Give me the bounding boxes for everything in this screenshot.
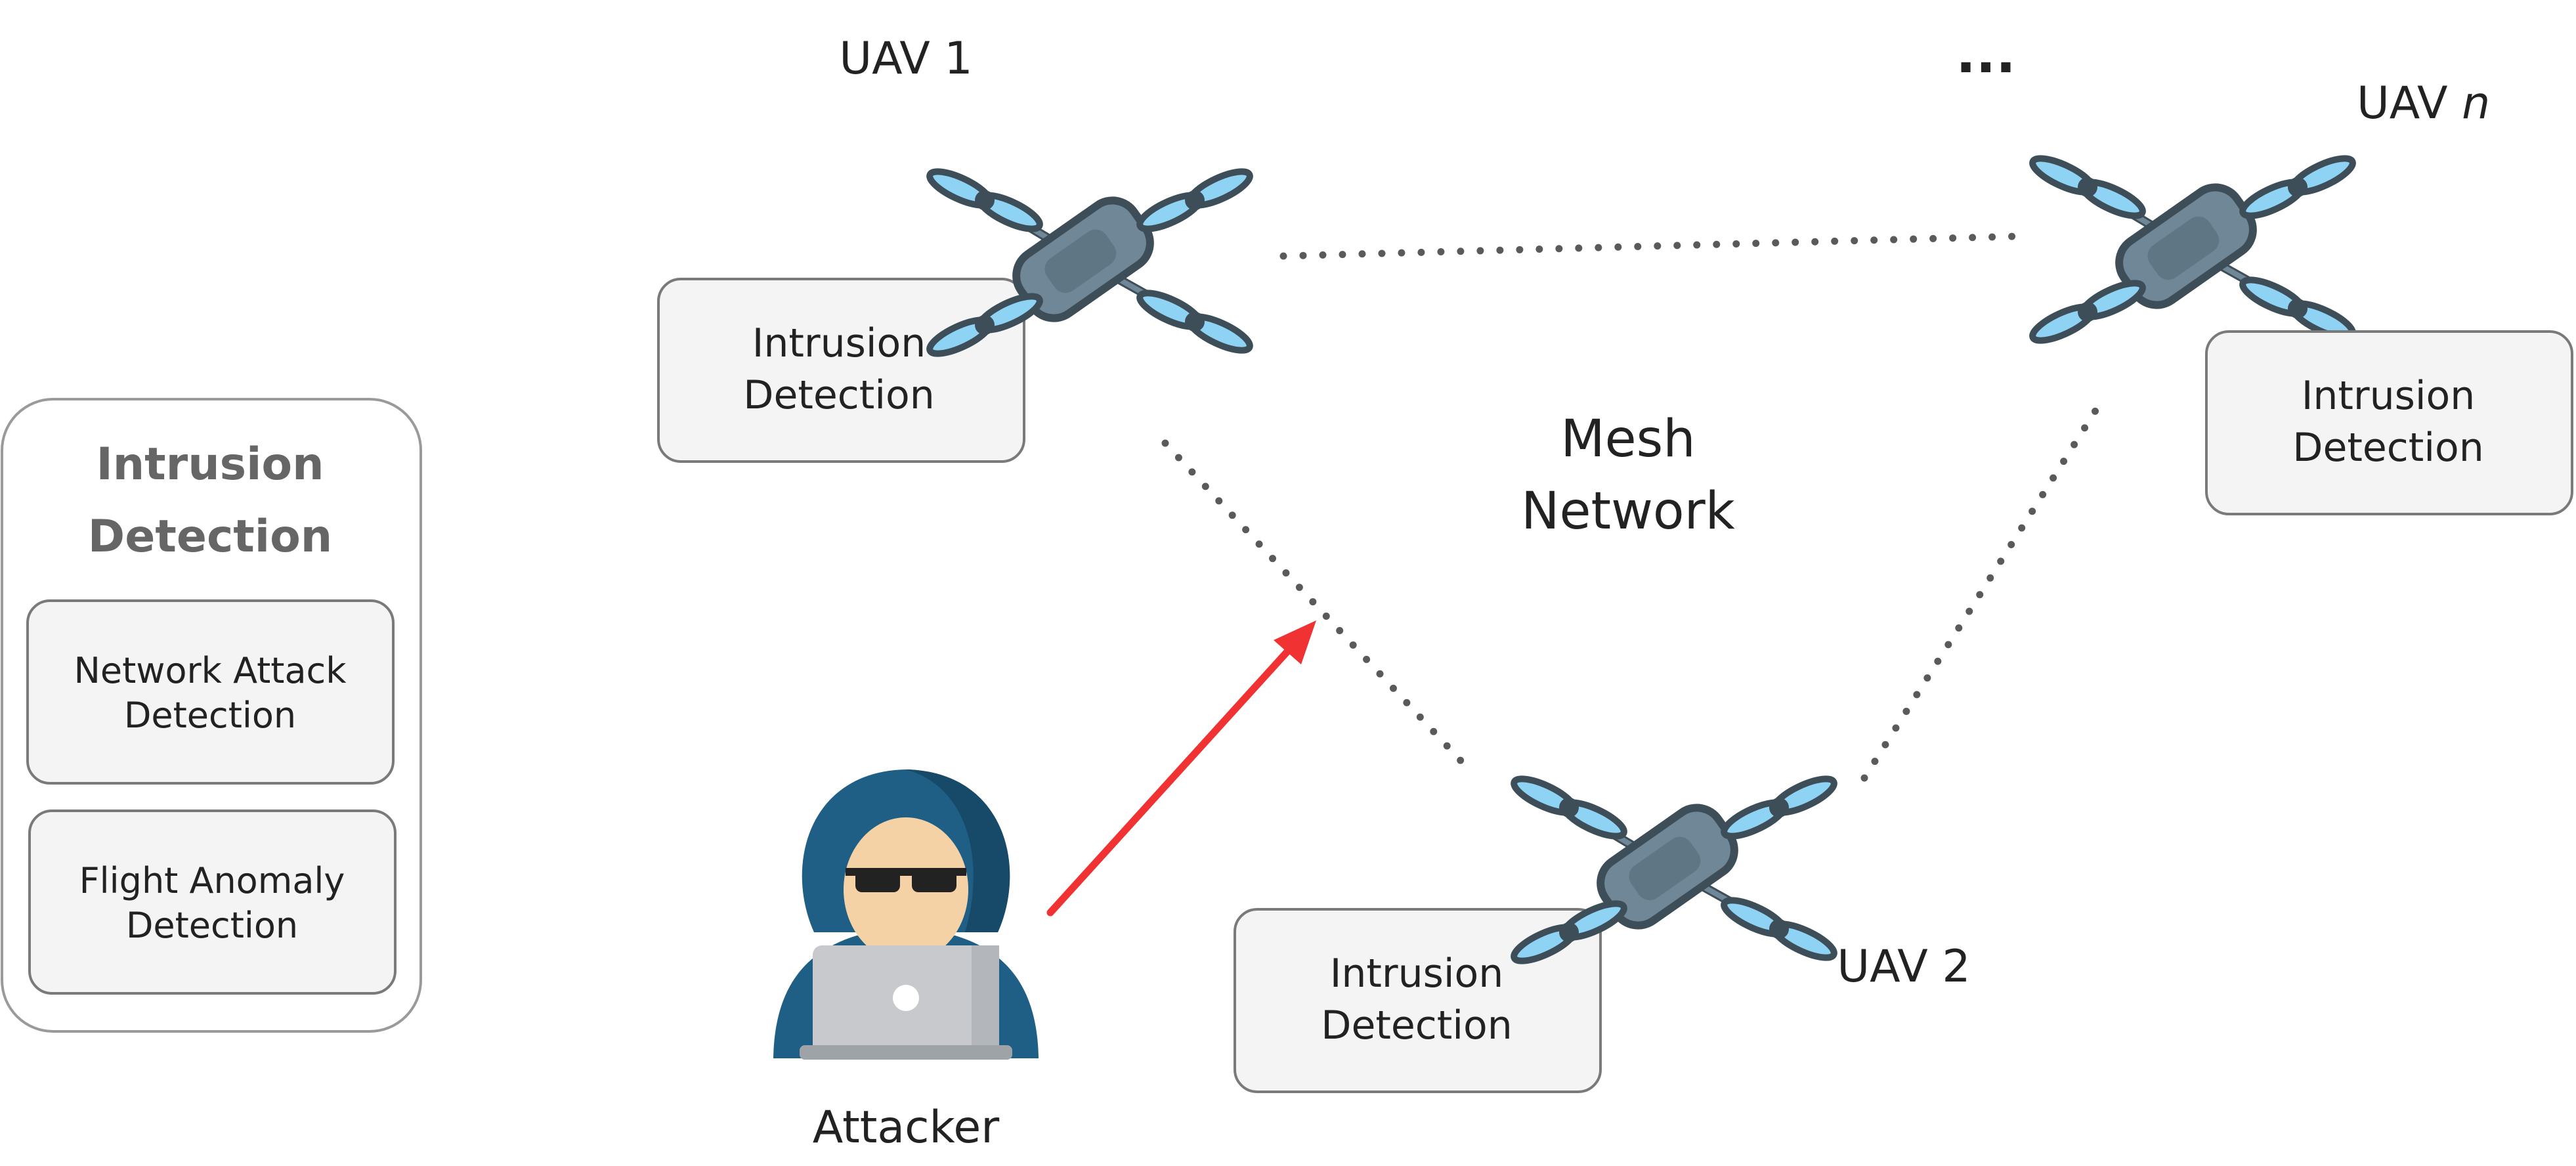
uav-1-box-label: Detection [743,372,934,418]
uav-2-label: UAV 2 [1837,941,1970,993]
legend-item-flight-anomaly: Flight Anomaly Detection [28,810,397,995]
link-uav1-uavn [1279,232,2019,260]
link-uav1-uav2 [1161,439,1478,779]
hacker-icon [773,769,1039,1060]
uav-n: ... UAV n Intrusion Detection [1956,24,2573,515]
legend-item-label: Flight Anomaly [79,860,345,901]
uav-1: UAV 1 Intrusion Detection [657,33,1254,463]
uav-2-intrusion-box [1234,908,1602,1093]
uav-1-box-label: Intrusion [752,320,926,366]
attacker: Attacker [773,769,1039,1154]
uav-1-label: UAV 1 [839,33,972,85]
uav-n-box-label: Detection [2292,425,2483,471]
attack-arrow [1046,620,1316,917]
mesh-network-label-line1: Mesh [1560,410,1695,469]
ellipsis: ... [1956,24,2015,85]
mesh-network-label-line2: Network [1521,482,1735,541]
attacker-label: Attacker [813,1102,999,1154]
uav-1-intrusion-box [657,278,1025,463]
legend-item-label: Detection [124,695,296,736]
legend-title-line2: Detection [88,511,332,563]
uav-n-intrusion-box [2205,330,2573,515]
legend-title-line1: Intrusion [96,439,324,490]
uav-2: Intrusion Detection UAV 2 [1234,772,1971,1093]
legend-item-label: Network Attack [74,650,347,691]
drone-icon [926,165,1254,360]
uav-n-label: UAV n [2357,77,2490,129]
legend-panel: Intrusion Detection Network Attack Detec… [1,398,422,1033]
uav-n-box-label: Intrusion [2302,373,2476,419]
legend-item-network-attack: Network Attack Detection [26,599,395,785]
uav-2-box-label: Intrusion [1330,951,1504,997]
uav-2-box-label: Detection [1321,1003,1512,1048]
link-uav2-uavn [1860,393,2108,782]
legend-item-label: Detection [126,905,298,946]
drone-icon [1510,772,1838,967]
drone-icon [2029,152,2357,347]
mesh-links [1161,232,2108,782]
